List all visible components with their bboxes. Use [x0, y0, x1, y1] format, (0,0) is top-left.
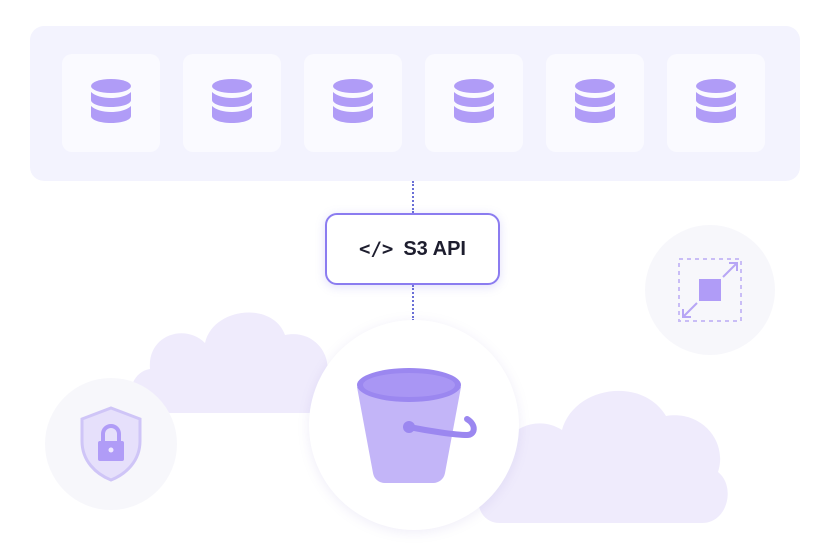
scale-badge: [645, 225, 775, 355]
cloud-right: [478, 390, 728, 523]
api-label: S3 API: [403, 237, 466, 260]
connector-line-top: [412, 181, 414, 213]
cloud-left: [130, 312, 332, 413]
shield-lock-icon: [80, 406, 142, 482]
database-icon: [454, 79, 494, 123]
database-icon: [91, 79, 131, 123]
resize-icon: [678, 258, 742, 322]
connector-line-bottom: [412, 285, 414, 321]
code-icon: </>: [359, 238, 394, 260]
storage-panel: [30, 26, 800, 181]
database-icon: [696, 79, 736, 123]
bucket-icon: [357, 368, 477, 483]
database-icon: [212, 79, 252, 123]
storage-node: [667, 54, 765, 152]
s3-api-chip: </> S3 API: [325, 213, 500, 285]
storage-node: [62, 54, 160, 152]
bucket-badge: [309, 320, 519, 530]
database-icon: [575, 79, 615, 123]
security-badge: [45, 378, 177, 510]
storage-node: [425, 54, 523, 152]
database-icon: [333, 79, 373, 123]
storage-node: [546, 54, 644, 152]
storage-node: [183, 54, 281, 152]
storage-node: [304, 54, 402, 152]
